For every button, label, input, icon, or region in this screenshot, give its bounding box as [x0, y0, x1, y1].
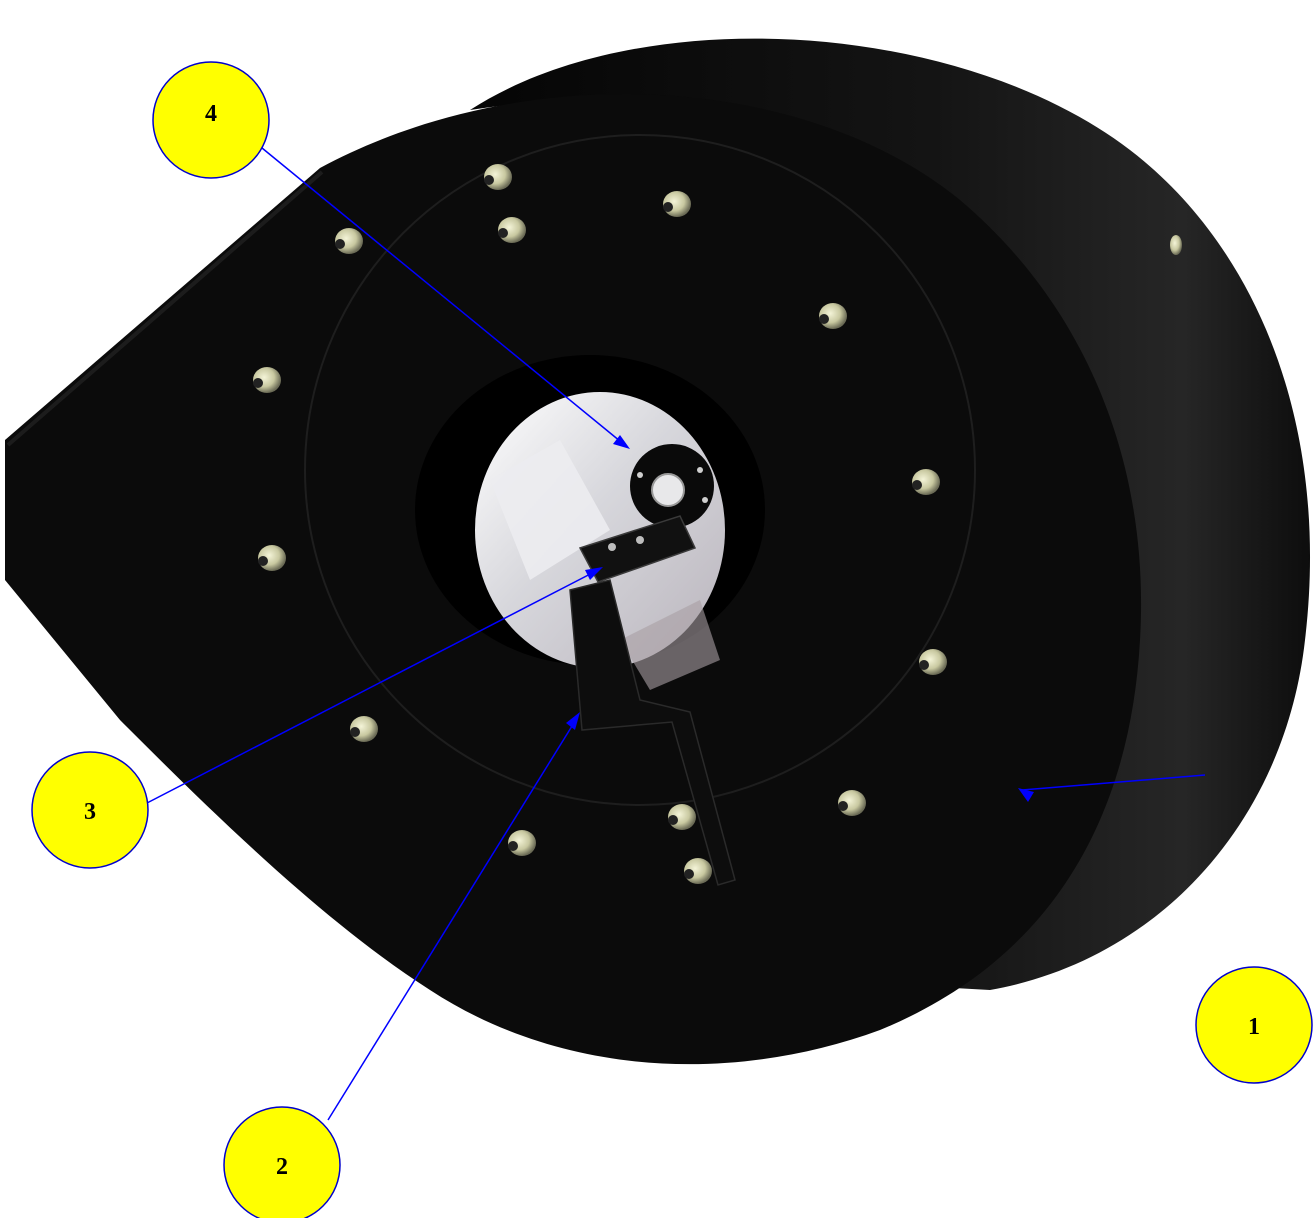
bolt — [335, 228, 363, 254]
bolt — [350, 716, 378, 742]
callout-label-2: 2 — [276, 1154, 288, 1180]
arrowhead-4 — [613, 435, 630, 449]
bolt — [258, 545, 286, 571]
callout-1: 1 — [1195, 966, 1313, 1084]
inlet-opening — [415, 355, 765, 690]
bolt — [484, 164, 512, 190]
callout-label-4: 4 — [205, 101, 217, 127]
leader-line-4 — [261, 147, 627, 447]
bolt — [819, 303, 847, 329]
leader-line-2 — [327, 717, 578, 1121]
outlet-flange — [6, 170, 324, 447]
bolt — [668, 804, 696, 830]
inlet-interior-shade — [620, 600, 720, 690]
bolt — [508, 830, 536, 856]
bolt — [663, 191, 691, 217]
bolt — [498, 217, 526, 243]
leader-line-1 — [1021, 774, 1206, 791]
arrowhead-3 — [585, 567, 603, 580]
inner-shaft-hub — [630, 444, 714, 528]
callout-2: 2 — [223, 1106, 341, 1218]
inlet-interior-panel — [490, 440, 610, 580]
bolt — [684, 858, 712, 884]
arrowhead-2 — [566, 712, 580, 730]
cover-plate-outline — [304, 134, 976, 806]
bolt — [253, 367, 281, 393]
callout-3: 3 — [31, 751, 149, 869]
bolt — [838, 790, 866, 816]
mounting-bracket — [569, 579, 736, 886]
callout-label-1: 1 — [1248, 1014, 1260, 1040]
callout-label-3: 3 — [84, 799, 96, 825]
arrowhead-1 — [1018, 788, 1034, 802]
leader-lines — [146, 147, 1206, 1121]
bolts — [253, 164, 1182, 884]
bolt — [919, 649, 947, 675]
bolt — [912, 469, 940, 495]
bolt — [1170, 235, 1182, 255]
leader-line-3 — [146, 569, 599, 804]
callout-4: 4 — [152, 61, 270, 179]
